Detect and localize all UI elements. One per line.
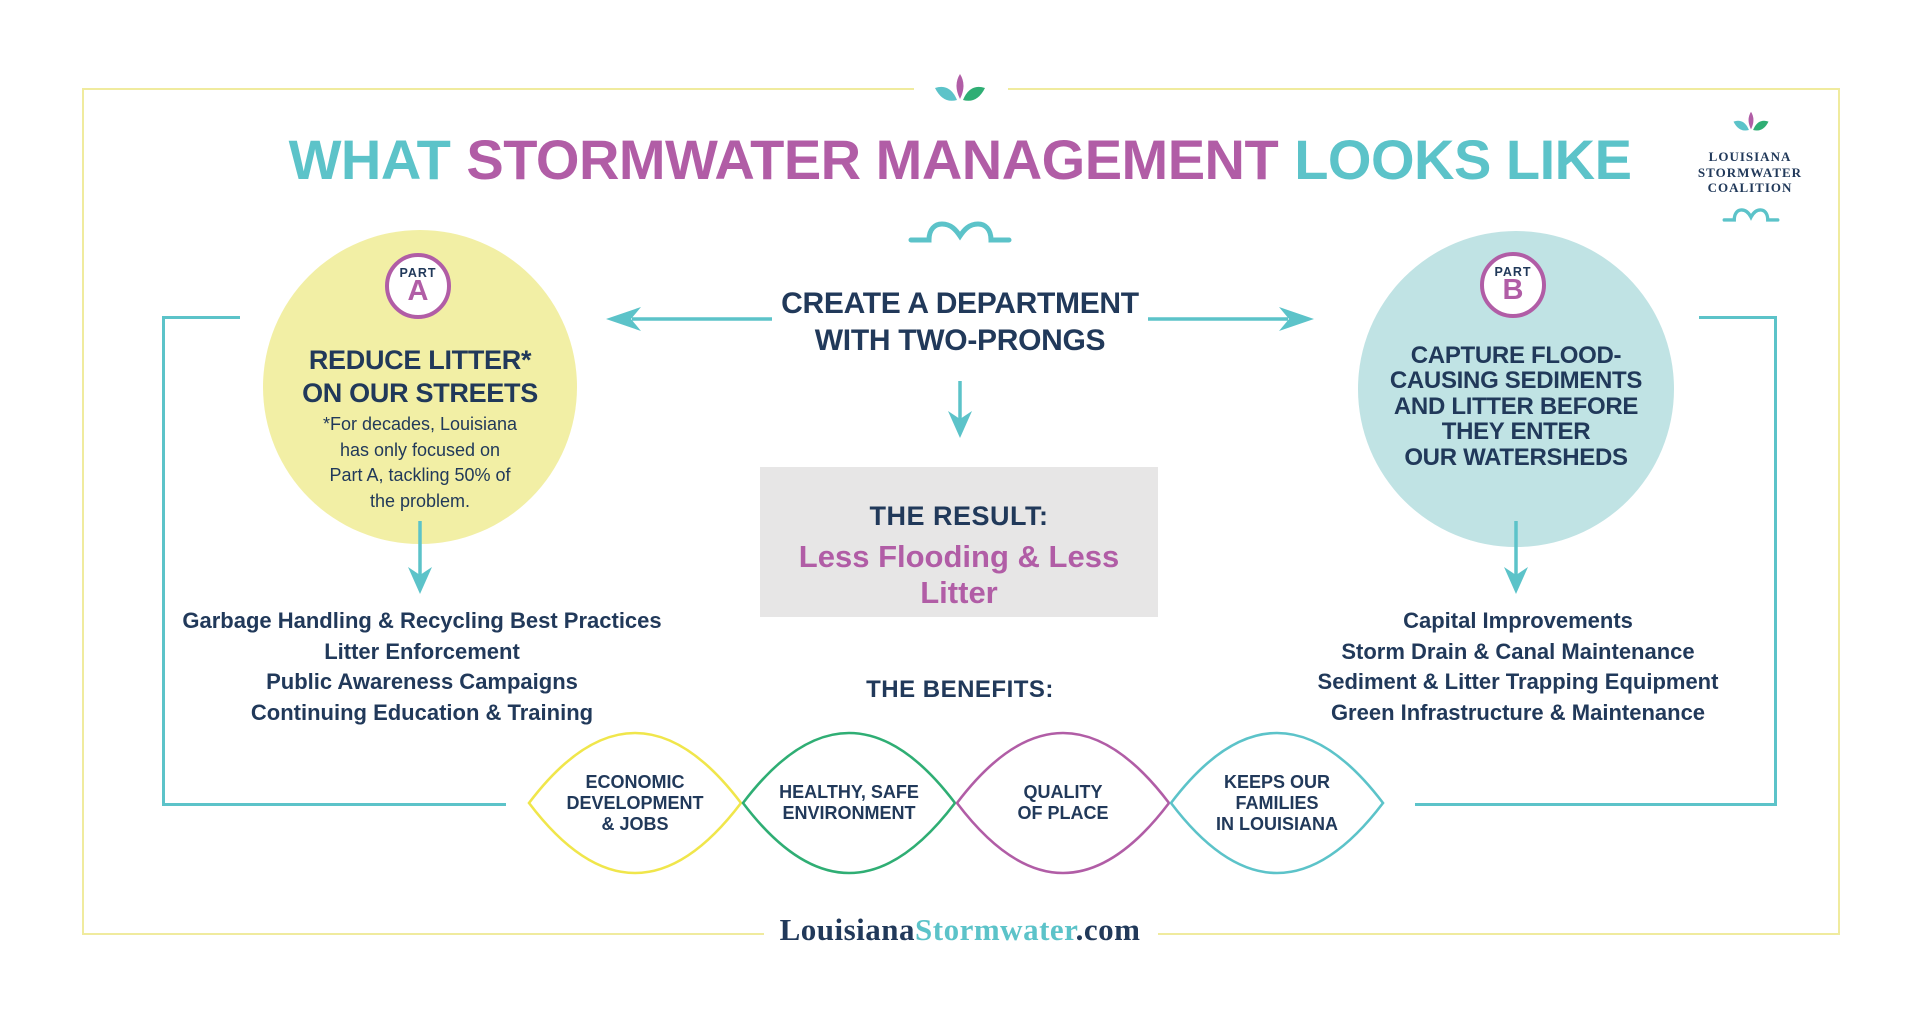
result-box: THE RESULT: Less Flooding & Less Litter	[760, 467, 1158, 617]
part-b-heading-line-5: OUR WATERSHEDS	[1404, 443, 1628, 471]
part-a-heading: REDUCE LITTER* ON OUR STREETS	[260, 344, 580, 410]
footer-part-2: Stormwater	[915, 912, 1076, 947]
arrow-down-part-a-icon	[408, 521, 432, 594]
bracket-right-vertical	[1774, 316, 1777, 806]
part-b-heading-line-3: AND LITTER BEFORE	[1393, 392, 1639, 420]
arrow-right-icon	[1148, 307, 1314, 331]
title-part-3: LOOKS LIKE	[1294, 128, 1632, 191]
part-a-list-item-1: Garbage Handling & Recycling Best Practi…	[182, 608, 662, 633]
bracket-left-top	[162, 316, 240, 319]
sprout-icon	[935, 74, 985, 101]
logo-line-1: LOUISIANA	[1708, 149, 1792, 164]
benefit-1-line-2: DEVELOPMENT	[566, 792, 704, 813]
arrow-left-icon	[606, 307, 772, 331]
logo-sprout-petal	[1748, 111, 1754, 130]
benefit-2-line-1: HEALTHY, SAFE	[779, 782, 919, 802]
benefit-label-1: ECONOMIC DEVELOPMENT & JOBS	[527, 729, 743, 877]
sprout-right-leaf	[963, 86, 985, 101]
benefit-1-line-1: ECONOMIC	[585, 771, 685, 792]
center-heading-line-2: WITH TWO-PRONGS	[814, 324, 1106, 357]
benefit-4-line-1: KEEPS OUR	[1223, 771, 1330, 792]
part-b-badge: PART B	[1480, 252, 1546, 318]
benefit-3-line-1: QUALITY	[1023, 782, 1103, 802]
part-b-heading-line-4: THEY ENTER	[1441, 418, 1591, 446]
bracket-right-bottom	[1415, 803, 1777, 806]
benefit-lens-3	[955, 731, 1171, 875]
part-a-badge-label: PART	[399, 266, 437, 280]
benefit-3-line-2: OF PLACE	[1017, 803, 1109, 823]
benefit-2-line-2: ENVIRONMENT	[782, 803, 916, 823]
part-a-footnote-line-2: has only focused on	[339, 439, 501, 460]
part-a-footnote-line-1: *For decades, Louisiana	[322, 414, 518, 434]
part-a-badge: PART A	[385, 253, 451, 319]
part-b-list-item-3: Sediment & Litter Trapping Equipment	[1317, 669, 1719, 695]
arrow-down-center-icon	[948, 381, 972, 438]
part-b-list-item-1: Capital Improvements	[1403, 608, 1633, 633]
center-heading: CREATE A DEPARTMENT WITH TWO-PRONGS	[710, 285, 1210, 359]
title-part-1: WHAT	[288, 128, 451, 191]
part-a-list-item-4: Continuing Education & Training	[250, 699, 594, 725]
benefit-4-line-3: IN LOUISIANA	[1215, 813, 1338, 834]
part-b-badge-letter: B	[1502, 274, 1524, 306]
logo-sprout-icon	[1733, 111, 1769, 131]
bracket-right-top	[1699, 316, 1777, 319]
benefit-label-3: QUALITY OF PLACE	[955, 729, 1171, 877]
part-a-heading-line-2: ON OUR STREETS	[302, 378, 538, 408]
benefit-lens-1	[527, 731, 743, 875]
part-b-badge-label: PART	[1494, 265, 1532, 279]
result-label: THE RESULT:	[869, 501, 1049, 531]
benefits-label: THE BENEFITS:	[866, 676, 1054, 703]
part-b-heading: CAPTURE FLOOD- CAUSING SEDIMENTS AND LIT…	[1366, 343, 1666, 470]
logo-line-2: STORMWATER	[1697, 164, 1803, 180]
sprout-left-leaf	[935, 86, 957, 101]
logo-wave-icon	[1722, 208, 1780, 222]
footer-url: LouisianaStormwater.com	[0, 912, 1920, 948]
logo-line-3: COALITION	[1707, 180, 1793, 195]
benefit-lens-4	[1169, 731, 1385, 875]
logo-sprout-right-leaf	[1753, 120, 1769, 131]
part-a-list-item-3: Public Awareness Campaigns	[266, 669, 578, 695]
part-b-heading-line-2: CAUSING SEDIMENTS	[1389, 367, 1643, 395]
footer-part-3: .com	[1075, 912, 1141, 947]
part-a-footnote: *For decades, Louisiana has only focused…	[270, 412, 570, 514]
benefit-1-line-3: & JOBS	[601, 813, 669, 834]
part-a-footnote-line-3: Part A, tackling 50% of	[329, 465, 511, 485]
part-a-heading-line-1: REDUCE LITTER*	[308, 345, 532, 375]
result-text: Less Flooding & Less Litter	[798, 539, 1120, 610]
benefit-label-4: KEEPS OUR FAMILIES IN LOUISIANA	[1169, 729, 1385, 877]
benefit-4-line-2: FAMILIES	[1235, 792, 1319, 813]
bracket-left-bottom	[162, 803, 506, 806]
frame-gap-bottom	[764, 918, 1158, 944]
bracket-left-vertical	[162, 316, 165, 806]
part-a-list: Garbage Handling & Recycling Best Practi…	[120, 606, 724, 728]
part-b-list-item-2: Storm Drain & Canal Maintenance	[1341, 638, 1695, 664]
footer-part-1: Louisiana	[779, 912, 916, 947]
center-heading-line-1: CREATE A DEPARTMENT	[781, 287, 1139, 320]
part-a-footnote-line-4: the problem.	[369, 490, 471, 511]
part-b-heading-line-1: CAPTURE FLOOD-	[1410, 342, 1622, 369]
sprout-petal	[956, 74, 964, 99]
part-b-list: Capital Improvements Storm Drain & Canal…	[1216, 606, 1820, 728]
benefit-lens-2	[741, 731, 957, 875]
benefit-label-2: HEALTHY, SAFE ENVIRONMENT	[741, 729, 957, 877]
wave-icon	[908, 221, 1012, 243]
arrow-down-part-b-icon	[1504, 521, 1528, 594]
part-a-badge-letter: A	[407, 275, 429, 307]
logo-wordmark: LOUISIANA STORMWATER COALITION	[1668, 149, 1832, 196]
part-b-list-item-4: Green Infrastructure & Maintenance	[1330, 699, 1706, 725]
part-a-list-item-2: Litter Enforcement	[324, 638, 520, 664]
title-part-2: STORMWATER MANAGEMENT	[466, 128, 1279, 191]
logo-sprout-left-leaf	[1733, 120, 1749, 131]
